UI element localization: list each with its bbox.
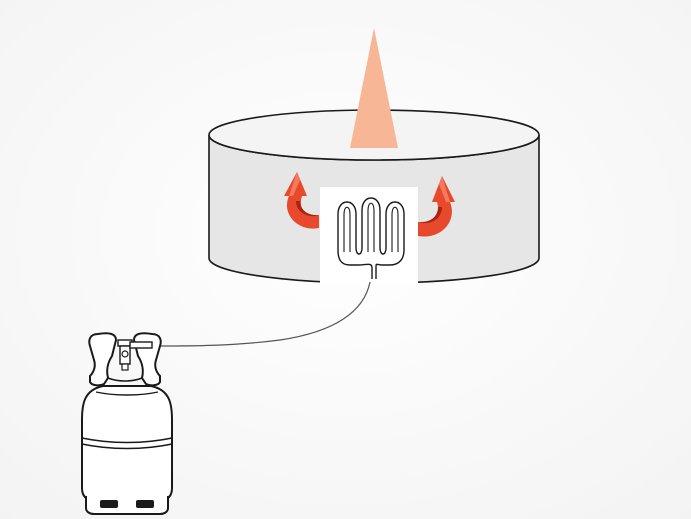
flame	[350, 28, 398, 148]
left-curved-arrow-icon	[284, 172, 319, 229]
gas-cylinder-icon	[81, 332, 173, 515]
cylinder-band	[81, 437, 173, 450]
heater-coil-inner	[343, 202, 399, 252]
collar-left	[88, 332, 118, 387]
gas-hose	[157, 281, 371, 347]
cylinder-foot	[85, 496, 169, 515]
heating-element-icon	[320, 187, 418, 284]
valve-icon	[117, 339, 153, 371]
heater-coil	[337, 197, 405, 279]
right-curved-arrow-icon	[418, 176, 455, 237]
heater-panel	[320, 187, 418, 284]
